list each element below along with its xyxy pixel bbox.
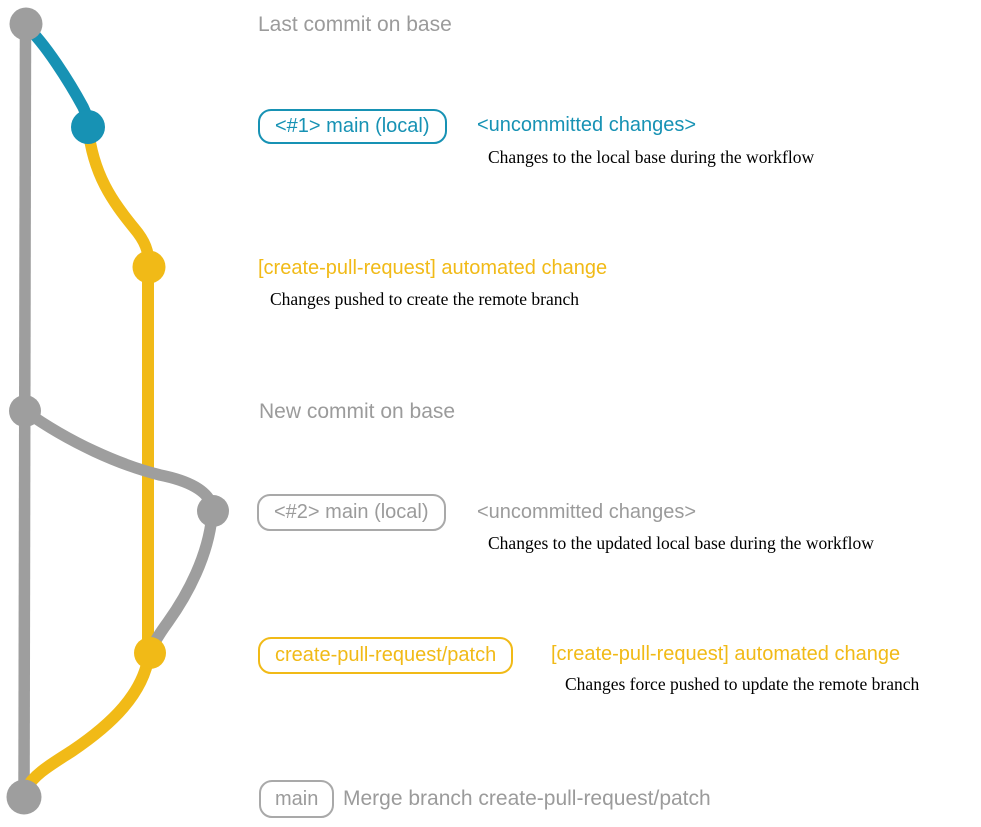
label-uncommitted-changes-2: <uncommitted changes>	[477, 501, 697, 523]
edge-patch2-to-merge	[20, 649, 155, 795]
label-new-commit-on-base: New commit on base	[259, 400, 456, 423]
edge-main1-to-patch1	[82, 121, 155, 273]
edge-base-to-main2	[19, 405, 217, 509]
commit-node-base-top	[9, 7, 43, 41]
label-automated-change-2: [create-pull-request] automated change	[551, 643, 901, 665]
edge-main2-to-patch2	[145, 510, 218, 657]
label-automated-change-1: [create-pull-request] automated change	[258, 257, 608, 279]
commit-node-patch2	[134, 637, 166, 669]
note-pushed-create-remote: Changes pushed to create the remote bran…	[270, 289, 580, 309]
label-uncommitted-changes-1: <uncommitted changes>	[477, 114, 697, 136]
branch-pill-main2: <#2> main (local)	[257, 494, 446, 531]
commit-node-main2	[197, 495, 229, 527]
branch-pill-main1: <#1> main (local)	[258, 109, 447, 144]
branch-pill-patch: create-pull-request/patch	[258, 637, 514, 674]
label-last-commit-on-base: Last commit on base	[258, 13, 452, 36]
commit-graph	[6, 7, 229, 815]
note-local-base-changes: Changes to the local base during the wor…	[488, 147, 815, 167]
label-merge-branch: Merge branch create-pull-request/patch	[343, 787, 711, 810]
commit-node-patch1	[132, 250, 166, 284]
note-force-pushed-update-remote: Changes force pushed to update the remot…	[565, 674, 920, 694]
commit-node-main1	[71, 110, 105, 144]
commit-node-merge	[6, 779, 42, 815]
branch-pill-main-merge: main	[259, 780, 335, 818]
commit-node-base-new	[9, 395, 41, 427]
note-updated-local-base-changes: Changes to the updated local base during…	[488, 533, 874, 553]
edge-base-to-main1	[20, 20, 94, 133]
